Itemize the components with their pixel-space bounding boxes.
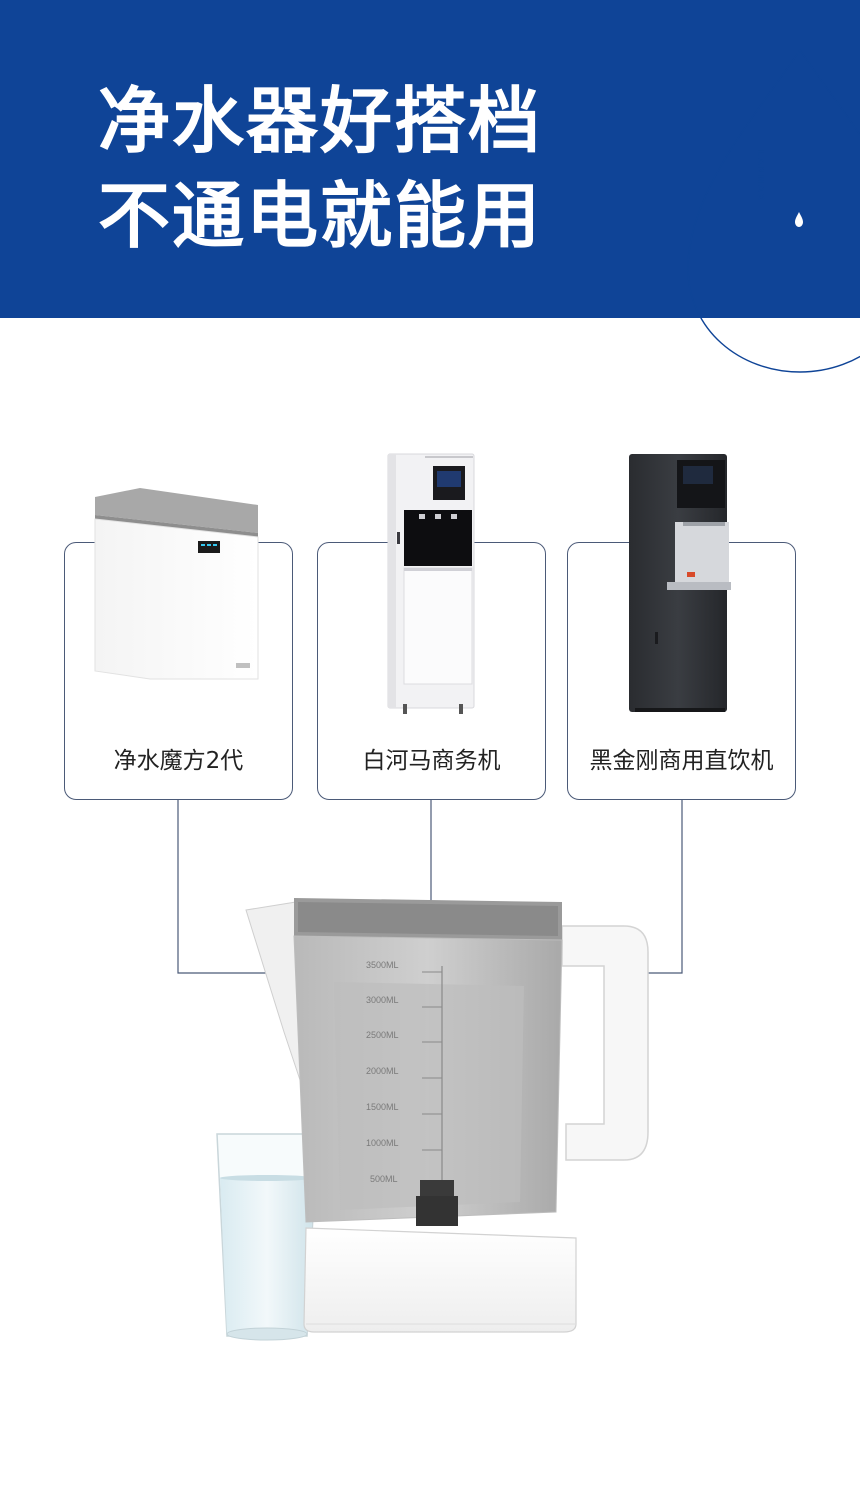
- scale-mark-label: 3500ML: [366, 960, 399, 970]
- water-purifier-cube-icon: [94, 488, 259, 680]
- scale-mark-label: 500ML: [370, 1174, 398, 1184]
- product-card-2: 白河马商务机: [317, 542, 546, 800]
- scale-mark-label: 2000ML: [366, 1066, 399, 1076]
- scale-mark-label: 1500ML: [366, 1102, 399, 1112]
- white-commercial-dispenser-icon: [387, 453, 475, 714]
- glass-of-water-icon: [216, 1133, 318, 1341]
- scale-mark-label: 2500ML: [366, 1030, 399, 1040]
- product-card-label: 净水魔方2代: [113, 748, 244, 774]
- brand-logo-text: LANMAX: [754, 150, 766, 202]
- headline-line-1: 净水器好搭档: [98, 79, 543, 163]
- filter-pitcher-icon: 3500ML 3000ML 2500ML 2000ML 1500ML 1000M…: [245, 898, 649, 1333]
- header-banner: 净水器好搭档 不通电就能用: [0, 0, 860, 318]
- scale-mark-label: 1000ML: [366, 1138, 399, 1148]
- headline-line-2: 不通电就能用: [98, 174, 543, 258]
- scale-mark-label: 3000ML: [366, 995, 399, 1005]
- black-commercial-dispenser-icon: [629, 454, 731, 712]
- product-card-label: 黑金刚商用直饮机: [589, 748, 774, 774]
- product-card-label: 白河马商务机: [362, 748, 501, 774]
